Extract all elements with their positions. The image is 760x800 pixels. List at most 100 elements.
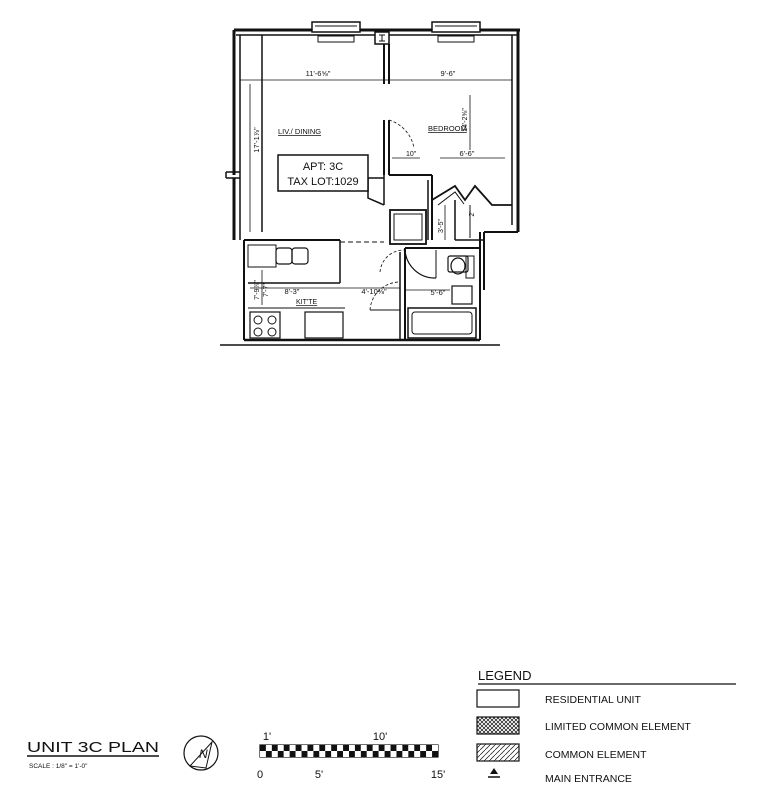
scale-cell: [265, 751, 272, 757]
plan-title: UNIT 3C PLAN: [27, 739, 159, 756]
scale-cell: [414, 751, 421, 757]
legend-item-residential: RESIDENTIAL UNIT: [545, 694, 641, 706]
legend: LEGEND RESIDENTIAL UNIT LIMITED COMMON E…: [476, 668, 736, 785]
scale-cell: [331, 751, 338, 757]
scale-cell: [295, 745, 302, 751]
dim-closet-b: 2': [469, 211, 476, 216]
scale-cell: [289, 751, 296, 757]
scale-cell: [277, 745, 284, 751]
scale-cell: [337, 745, 344, 751]
kitchen-fixtures: [247, 244, 345, 339]
north-arrow-icon: N: [183, 735, 219, 771]
scale-bar: 1' 10' 0 5' 15': [257, 731, 445, 781]
dimension-lines: [240, 76, 513, 305]
scale-cell: [325, 745, 332, 751]
dim-bath-width: 5'-6": [431, 288, 446, 297]
scale-cell: [271, 751, 278, 757]
scale-cell: [354, 751, 361, 757]
dim-kitchen-width: 8'-3": [285, 287, 300, 296]
room-label-kitchen: KIT'TE: [296, 299, 318, 306]
scale-cell: [277, 751, 284, 757]
scale-cell: [420, 751, 427, 757]
scale-cell: [432, 745, 438, 751]
apt-tag-box: [277, 154, 369, 192]
entrance-triangle-icon: [488, 768, 500, 778]
door-swings: [369, 119, 437, 311]
scale-cell: [325, 751, 332, 757]
apt-label: APT: 3C: [303, 161, 343, 173]
crosshatch-swatch: [476, 716, 520, 735]
residential-unit-swatch: [476, 689, 520, 708]
scale-cell: [414, 745, 421, 751]
scale-cell: [432, 751, 438, 757]
title-block: UNIT 3C PLAN SCALE : 1/8" = 1'-0": [27, 739, 159, 770]
dim-bedroom-width: 9'-6": [441, 69, 456, 78]
dim-closet-a: 3'-5": [438, 219, 445, 233]
scale-cell: [265, 745, 272, 751]
room-label-bedroom: BEDROOM: [428, 124, 467, 133]
scale-cell: [349, 745, 355, 751]
scale-cell: [360, 751, 367, 757]
scale-cell: [360, 745, 367, 751]
structural-column: [374, 31, 390, 45]
scale-cell: [313, 751, 320, 757]
dim-kitchen-depth-b: 7'-7": [263, 283, 270, 297]
scale-cell: [384, 751, 391, 757]
scale-cell: [313, 745, 320, 751]
plan-scale: SCALE : 1/8" = 1'-0": [29, 763, 88, 770]
scale-cell: [402, 745, 409, 751]
scale-cell: [301, 745, 308, 751]
legend-item-limited-common: LIMITED COMMON ELEMENT: [545, 721, 691, 733]
interior-walls: [244, 44, 512, 340]
scale-cell: [343, 751, 349, 757]
dim-foyer: 4'-10⅜": [361, 287, 387, 296]
legend-item-common: COMMON ELEMENT: [545, 749, 647, 761]
scale-cell: [402, 751, 409, 757]
scale-cell: [408, 745, 415, 751]
scale-cell: [289, 745, 296, 751]
scale-bottom-label-0: 0: [257, 769, 263, 781]
scale-cell: [390, 745, 397, 751]
scale-cell: [378, 745, 385, 751]
scale-cell: [337, 751, 344, 757]
dim-hall-door: 10": [406, 151, 417, 158]
scale-top-label-10: 10': [373, 731, 387, 743]
scale-bottom-label-15: 15': [431, 769, 445, 781]
scale-cell: [319, 745, 326, 751]
scale-cell: [372, 745, 379, 751]
dim-living-depth: 17'-1⅞": [252, 127, 261, 153]
scale-cell: [372, 751, 379, 757]
scale-cell: [349, 751, 355, 757]
room-label-living: LIV./ DINING: [278, 127, 321, 136]
scale-cell: [301, 751, 308, 757]
bath-fixtures: [407, 255, 477, 339]
floor-plan: APT: 3C TAX LOT:1029 LIV./ DINING BEDROO…: [220, 21, 520, 346]
scale-cell: [307, 751, 314, 757]
diagonal-hatch-swatch: [476, 743, 520, 762]
scale-cell: [408, 751, 415, 757]
scale-cell: [390, 751, 397, 757]
scale-cell: [283, 745, 290, 751]
scale-cell: [426, 751, 433, 757]
dim-bedroom-depth: 14'-2⅝": [462, 108, 469, 132]
north-arrow-letter: N: [199, 747, 208, 761]
scale-cell: [331, 745, 338, 751]
legend-item-main-entrance: MAIN ENTRANCE: [545, 773, 632, 785]
scale-cell: [378, 751, 385, 757]
scale-cell: [354, 745, 361, 751]
scale-cell: [343, 745, 349, 751]
dim-bedroom-closet: 6'-6": [460, 149, 475, 158]
dim-kitchen-depth-a: 7'-9⅞": [254, 280, 261, 300]
scale-cell: [396, 745, 403, 751]
scale-cell: [295, 751, 302, 757]
scale-bottom-label-5: 5': [315, 769, 323, 781]
scale-cell: [271, 745, 278, 751]
scale-cell: [426, 745, 433, 751]
scale-cell: [319, 751, 326, 757]
window-left: [311, 21, 361, 43]
scale-top-label-1: 1': [263, 731, 271, 743]
window-right: [431, 21, 481, 43]
scale-cell: [396, 751, 403, 757]
scale-cell: [260, 751, 266, 757]
